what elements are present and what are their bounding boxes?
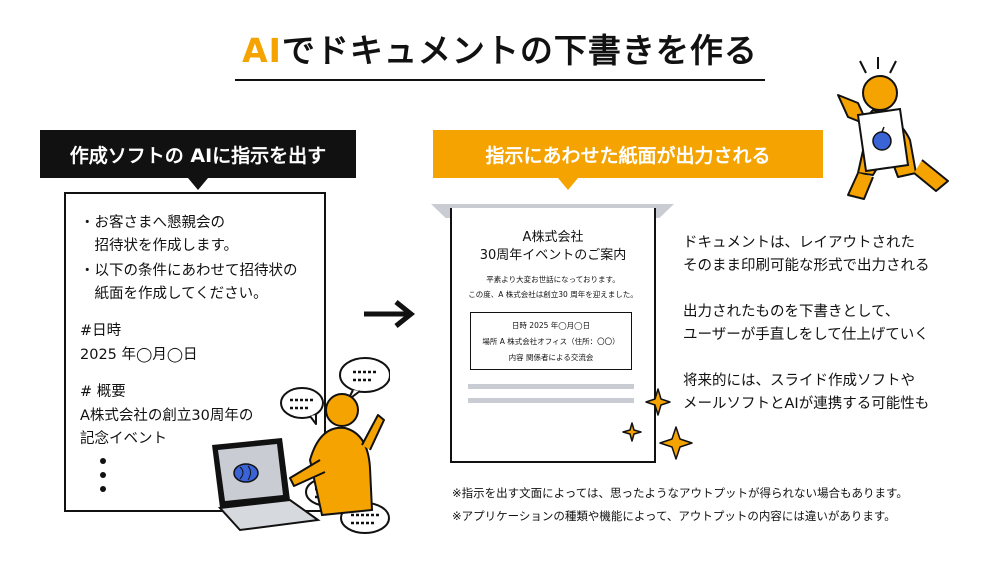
doc-title-1: A株式会社 [522, 230, 584, 245]
explanation-line-3: 出力されたものを下書きとして、 [683, 304, 900, 320]
left-label-pointer [188, 178, 208, 190]
prompt-line-7: # 概要 [80, 384, 126, 400]
brain-icon [233, 463, 259, 483]
arrow-right-icon [364, 300, 416, 328]
doc-body-1: 平素より大変お世話になっております。 [486, 275, 620, 284]
person-holding-document-illustration [837, 57, 949, 200]
doc-placeholder-line-1 [468, 384, 634, 389]
document-icon [856, 107, 910, 173]
person-with-laptop-illustration [212, 357, 390, 534]
right-label: 指示にあわせた紙面が出力される [433, 130, 823, 178]
footnote-2: ※アプリケーションの種類や機能によって、アウトプットの内容には違いがあります。 [452, 509, 896, 523]
footnote-1: ※指示を出す文面によっては、思ったようなアウトプットが得られない場合もあります。 [452, 486, 908, 500]
prompt-line-3: ・以下の条件にあわせて招待状の [80, 263, 298, 279]
explanation-line-5: 将来的には、スライド作成ソフトや [683, 373, 915, 389]
ellipsis-dots-icon [100, 458, 106, 492]
explanation-line-2: そのまま印刷可能な形式で出力される [683, 258, 930, 274]
title-ai: AI [242, 31, 282, 70]
doc-title-2: 30周年イベントのご案内 [479, 248, 627, 263]
doc-placeholder-line-2 [468, 398, 634, 403]
prompt-line-1: ・お客さまへ懇親会の [80, 215, 225, 231]
right-label-pointer [558, 178, 578, 190]
doc-detail-2: 場所 A 株式会社オフィス（住所：〇〇） [482, 337, 620, 346]
doc-detail-box [470, 312, 632, 370]
explanation-line-6: メールソフトとAIが連携する可能性も [683, 396, 930, 412]
prompt-line-9: 記念イベント [80, 431, 167, 447]
doc-detail-1: 日時 2025 年◯月◯日 [511, 321, 591, 330]
title-rest: でドキュメントの下書きを作る [281, 31, 758, 70]
doc-detail-3: 内容 関係者による交流会 [508, 353, 594, 362]
document-paper [450, 208, 656, 463]
prompt-line-6: 2025 年◯月◯日 [80, 347, 198, 363]
prompt-line-8: A株式会社の創立30周年の [80, 408, 254, 424]
left-label: 作成ソフトの AIに指示を出す [40, 130, 356, 178]
prompt-line-4: 紙面を作成してください。 [80, 286, 268, 302]
speech-bubble-icon [339, 357, 390, 401]
title-underline [235, 79, 765, 81]
sparkle-icon [622, 388, 693, 460]
prompt-line-5: #日時 [80, 323, 122, 339]
prompt-line-2: 招待状を作成します。 [80, 238, 239, 254]
explanation-line-4: ユーザーが手直しをして仕上げていく [683, 327, 929, 343]
explanation-line-1: ドキュメントは、レイアウトされた [683, 235, 915, 251]
doc-body-2: この度、A 株式会社は創立30 周年を迎えました。 [468, 290, 638, 299]
page-title: AIでドキュメントの下書きを作る [0, 24, 1000, 72]
